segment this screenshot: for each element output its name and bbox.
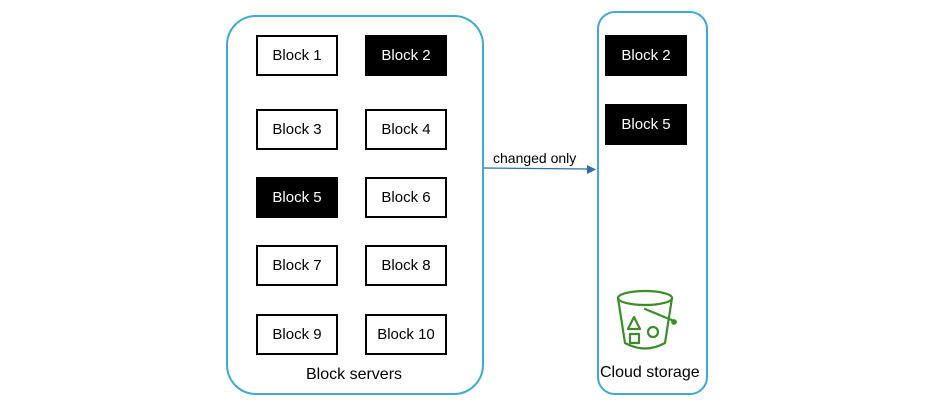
server-block-7: Block 7 (256, 245, 338, 286)
server-block-10: Block 10 (365, 314, 447, 355)
server-block-8: Block 8 (365, 245, 447, 286)
server-block-4: Block 4 (365, 109, 447, 150)
server-block-1: Block 1 (256, 35, 338, 76)
storage-bucket-icon (616, 289, 677, 350)
cloud-storage-label: Cloud storage (600, 364, 700, 381)
server-block-9: Block 9 (256, 314, 338, 355)
server-block-5: Block 5 (256, 177, 338, 218)
cloud-block-5: Block 5 (605, 104, 687, 145)
server-block-2: Block 2 (365, 35, 447, 76)
arrow-label: changed only (493, 150, 577, 166)
server-block-6: Block 6 (365, 177, 447, 218)
cloud-block-2: Block 2 (605, 35, 687, 76)
server-block-3: Block 3 (256, 109, 338, 150)
block-servers-label: Block servers (306, 366, 403, 383)
